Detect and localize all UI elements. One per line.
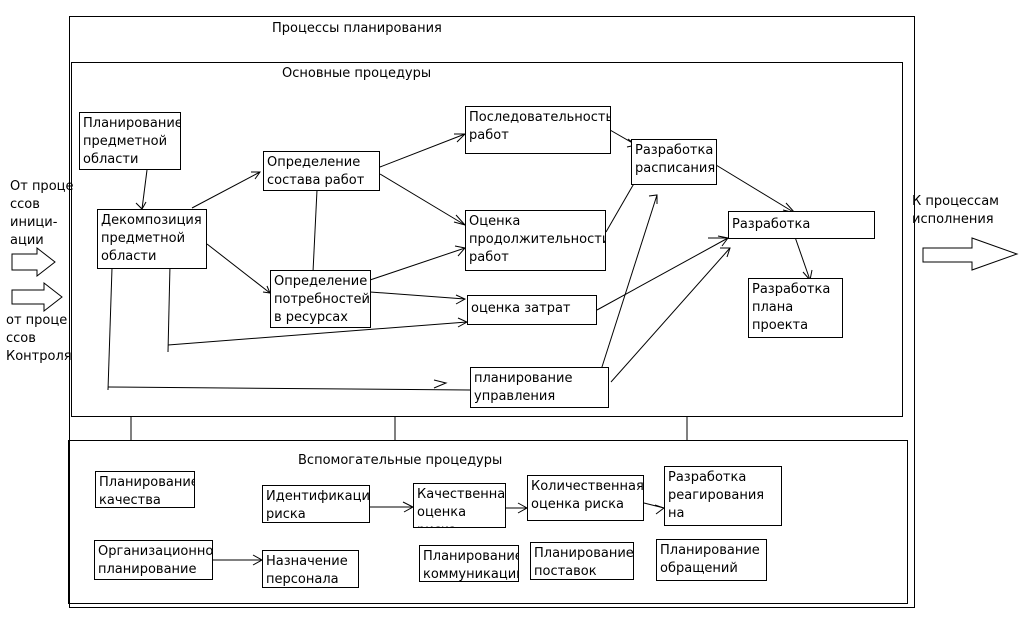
staff-acquisition-box: Назначение персонала [262, 550, 359, 588]
budget-development-box: Разработка бюджета [728, 211, 875, 239]
qualitative-risk-analysis-box: Качественная оценка риска [413, 483, 506, 528]
block-arrows [11, 237, 1019, 313]
organizational-planning-box: Организационное планирование [94, 540, 213, 580]
scope-decomposition-box: Декомпозиция предметной области [97, 209, 207, 269]
core-procedures-title: Основные процедуры [282, 66, 432, 81]
activity-sequencing-box: Последовательность работ [465, 106, 611, 154]
cost-estimating-box: оценка затрат [467, 295, 597, 325]
planning-processes-frame [69, 16, 915, 608]
core-procedures-frame [71, 62, 903, 417]
solicitation-planning-box: Планирование обращений [656, 539, 767, 581]
procurement-planning-box: Планирование поставок [530, 542, 634, 580]
to-execution-label: К процессам исполнения [912, 194, 999, 227]
risk-response-planning-box: Разработка реагирования на рисках [664, 466, 782, 526]
risk-identification-box: Идентификация риска [262, 485, 370, 523]
resource-planning-box: Определение потребностей в ресурсах [270, 270, 371, 328]
quality-planning-box: Планирование качества [95, 471, 195, 508]
facilitating-procedures-title: Вспомогательные процедуры [298, 453, 503, 468]
planning-processes-title: Процессы планирования [272, 21, 442, 36]
schedule-development-box: Разработка расписания [631, 139, 717, 185]
from-initiation-label: От проце ссов иници- ации [10, 179, 74, 248]
quantitative-risk-analysis-box: Количественная оценка риска [527, 475, 644, 521]
risk-management-planning-box: планирование управления рисками [470, 367, 609, 408]
scope-planning-box: Планирование предметной области [79, 112, 181, 170]
duration-estimating-box: Оценка продолжительности работ [465, 210, 606, 271]
facilitating-procedures-frame [68, 440, 908, 604]
activity-definition-box: Определение состава работ [263, 151, 380, 191]
communications-planning-box: Планирование коммуникаций [419, 545, 519, 582]
from-control-label: от проце ссов Контроля [6, 313, 72, 364]
project-plan-development-box: Разработка плана проекта [748, 278, 843, 338]
